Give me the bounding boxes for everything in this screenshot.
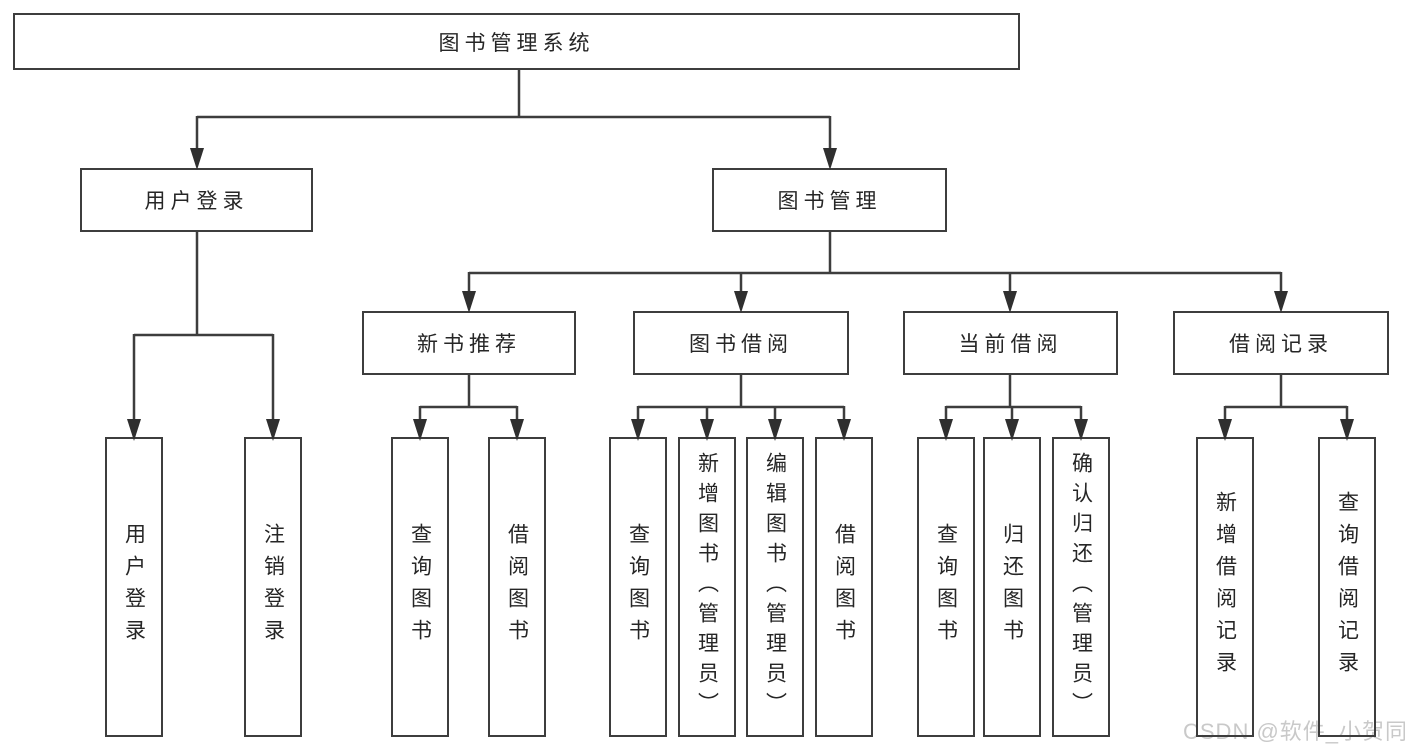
- leaf-records-query: 查询借阅记录: [1318, 437, 1376, 737]
- leaf-borrow-add-admin-label: 新增图书（管理员）: [695, 452, 719, 722]
- leaf-logout: 注销登录: [244, 437, 302, 737]
- node-user-login: 用户登录: [80, 168, 313, 232]
- connector-borrow-group: [636, 375, 846, 423]
- leaf-borrow-borrow: 借阅图书: [815, 437, 873, 737]
- node-book-mgmt-label: 图书管理: [777, 190, 882, 213]
- leaf-newbook-query-label: 查询图书: [408, 523, 432, 651]
- connector-mgmt-group: [467, 232, 1283, 295]
- leaf-borrow-edit-admin-label: 编辑图书（管理员）: [763, 452, 787, 722]
- node-new-book-rec: 新书推荐: [362, 311, 576, 375]
- leaf-borrow-borrow-label: 借阅图书: [832, 523, 856, 651]
- node-book-borrow-label: 图书借阅: [689, 333, 793, 356]
- leaf-borrow-add-admin: 新增图书（管理员）: [678, 437, 736, 737]
- csdn-watermark: CSDN @软件_小贺同学: [1183, 719, 1405, 744]
- leaf-newbook-query: 查询图书: [391, 437, 449, 737]
- leaf-borrow-query-label: 查询图书: [626, 523, 650, 651]
- node-root: 图书管理系统: [13, 13, 1020, 70]
- connector-root: [195, 70, 832, 152]
- leaf-current-confirm-admin: 确认归还（管理员）: [1052, 437, 1110, 737]
- node-book-mgmt: 图书管理: [712, 168, 947, 232]
- node-user-login-label: 用户登录: [144, 190, 249, 213]
- leaf-current-return-label: 归还图书: [1000, 523, 1024, 651]
- leaf-newbook-borrow: 借阅图书: [488, 437, 546, 737]
- leaf-newbook-borrow-label: 借阅图书: [505, 523, 529, 651]
- leaf-records-add: 新增借阅记录: [1196, 437, 1254, 737]
- leaf-current-confirm-admin-label: 确认归还（管理员）: [1069, 452, 1093, 722]
- node-current-borrow-label: 当前借阅: [958, 333, 1063, 356]
- node-current-borrow: 当前借阅: [903, 311, 1118, 375]
- leaf-current-query-label: 查询图书: [934, 523, 958, 651]
- connector-records-group: [1223, 375, 1349, 423]
- node-borrow-records-label: 借阅记录: [1229, 333, 1333, 356]
- connector-newbook-group: [418, 375, 519, 423]
- connector-login-group: [132, 232, 275, 423]
- leaf-borrow-query: 查询图书: [609, 437, 667, 737]
- leaf-records-query-label: 查询借阅记录: [1335, 491, 1359, 683]
- node-root-label: 图书管理系统: [438, 31, 595, 55]
- leaf-records-add-label: 新增借阅记录: [1213, 491, 1237, 683]
- node-new-book-rec-label: 新书推荐: [417, 333, 521, 356]
- connector-current-group: [944, 375, 1083, 423]
- leaf-borrow-edit-admin: 编辑图书（管理员）: [746, 437, 804, 737]
- node-book-borrow: 图书借阅: [633, 311, 849, 375]
- leaf-user-login: 用户登录: [105, 437, 163, 737]
- node-borrow-records: 借阅记录: [1173, 311, 1389, 375]
- leaf-user-login-label: 用户登录: [122, 523, 146, 651]
- leaf-logout-label: 注销登录: [261, 523, 285, 651]
- leaf-current-query: 查询图书: [917, 437, 975, 737]
- leaf-current-return: 归还图书: [983, 437, 1041, 737]
